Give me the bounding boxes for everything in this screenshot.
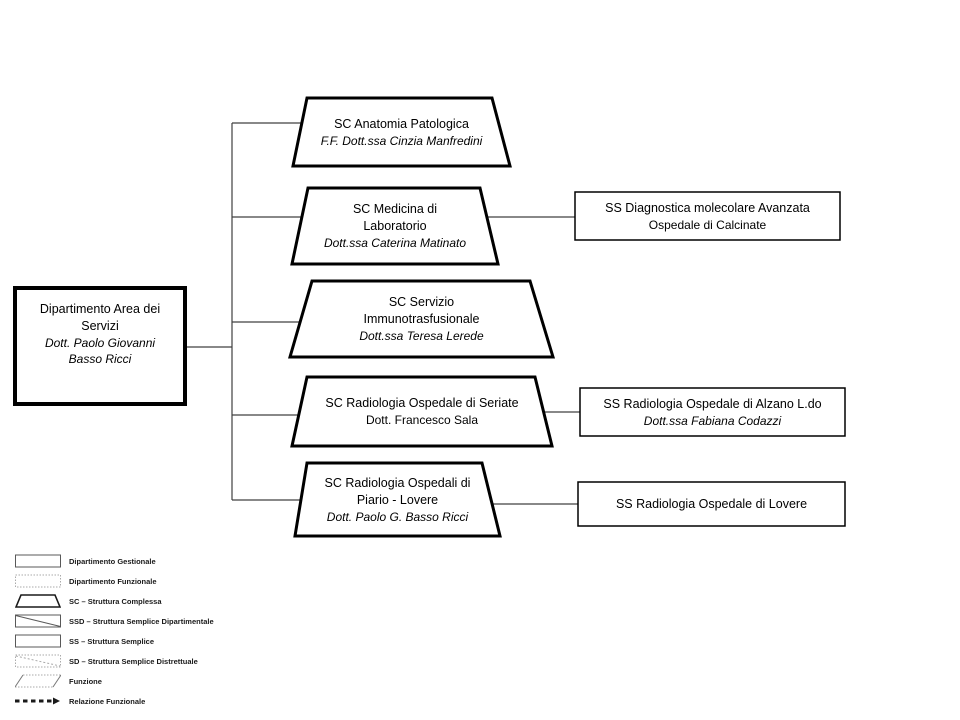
legend-item-funzione: Funzione [15, 671, 214, 691]
legend: Dipartimento Gestionale Dipartimento Fun… [15, 551, 214, 711]
legend-item-dipartimento-gestionale: Dipartimento Gestionale [15, 551, 214, 571]
legend-item-dipartimento-funzionale: Dipartimento Funzionale [15, 571, 214, 591]
sc-servizio-immunotrasfusionale-shape [288, 279, 556, 359]
dashed-arrow-line-icon [15, 694, 61, 708]
legend-item-relazione-funzionale: Relazione Funzionale [15, 691, 214, 711]
parallelogram-dotted-icon [15, 674, 61, 688]
legend-label: Relazione Funzionale [69, 696, 146, 706]
legend-label: SS – Struttura Semplice [69, 636, 155, 646]
legend-item-struttura-semplice-distrettuale: SD – Struttura Semplice Distrettuale [15, 651, 214, 671]
legend-item-struttura-complessa: SC – Struttura Complessa [15, 591, 214, 611]
sc-radiologia-seriate-shape [290, 375, 554, 448]
legend-label: SD – Struttura Semplice Distrettuale [69, 656, 198, 666]
sc-anatomia-patologica-shape [291, 96, 512, 168]
rect-solid-icon [15, 554, 61, 568]
legend-label: Dipartimento Gestionale [69, 556, 156, 566]
rect-diagonal-icon [15, 614, 61, 628]
legend-label: SSD – Struttura Semplice Dipartimentale [69, 616, 214, 626]
legend-label: SC – Struttura Complessa [69, 596, 162, 606]
sc-radiologia-piario-lovere-shape [293, 461, 502, 538]
sc-medicina-laboratorio-shape [290, 186, 500, 266]
legend-label: Funzione [69, 676, 102, 686]
rect-solid-icon [15, 634, 61, 648]
legend-label: Dipartimento Funzionale [69, 576, 157, 586]
rect-dotted-icon [15, 574, 61, 588]
legend-item-struttura-semplice: SS – Struttura Semplice [15, 631, 214, 651]
ss-diagnostica-molecolare-shape [574, 191, 841, 241]
ss-radiologia-lovere-shape [577, 481, 846, 527]
rect-dotted-diagonal-icon [15, 654, 61, 668]
trapezoid-icon [15, 594, 61, 608]
legend-item-struttura-semplice-dipartimentale: SSD – Struttura Semplice Dipartimentale [15, 611, 214, 631]
root-department-box [13, 286, 187, 406]
connector-lines [184, 122, 580, 505]
ss-radiologia-alzano-shape [579, 387, 846, 437]
